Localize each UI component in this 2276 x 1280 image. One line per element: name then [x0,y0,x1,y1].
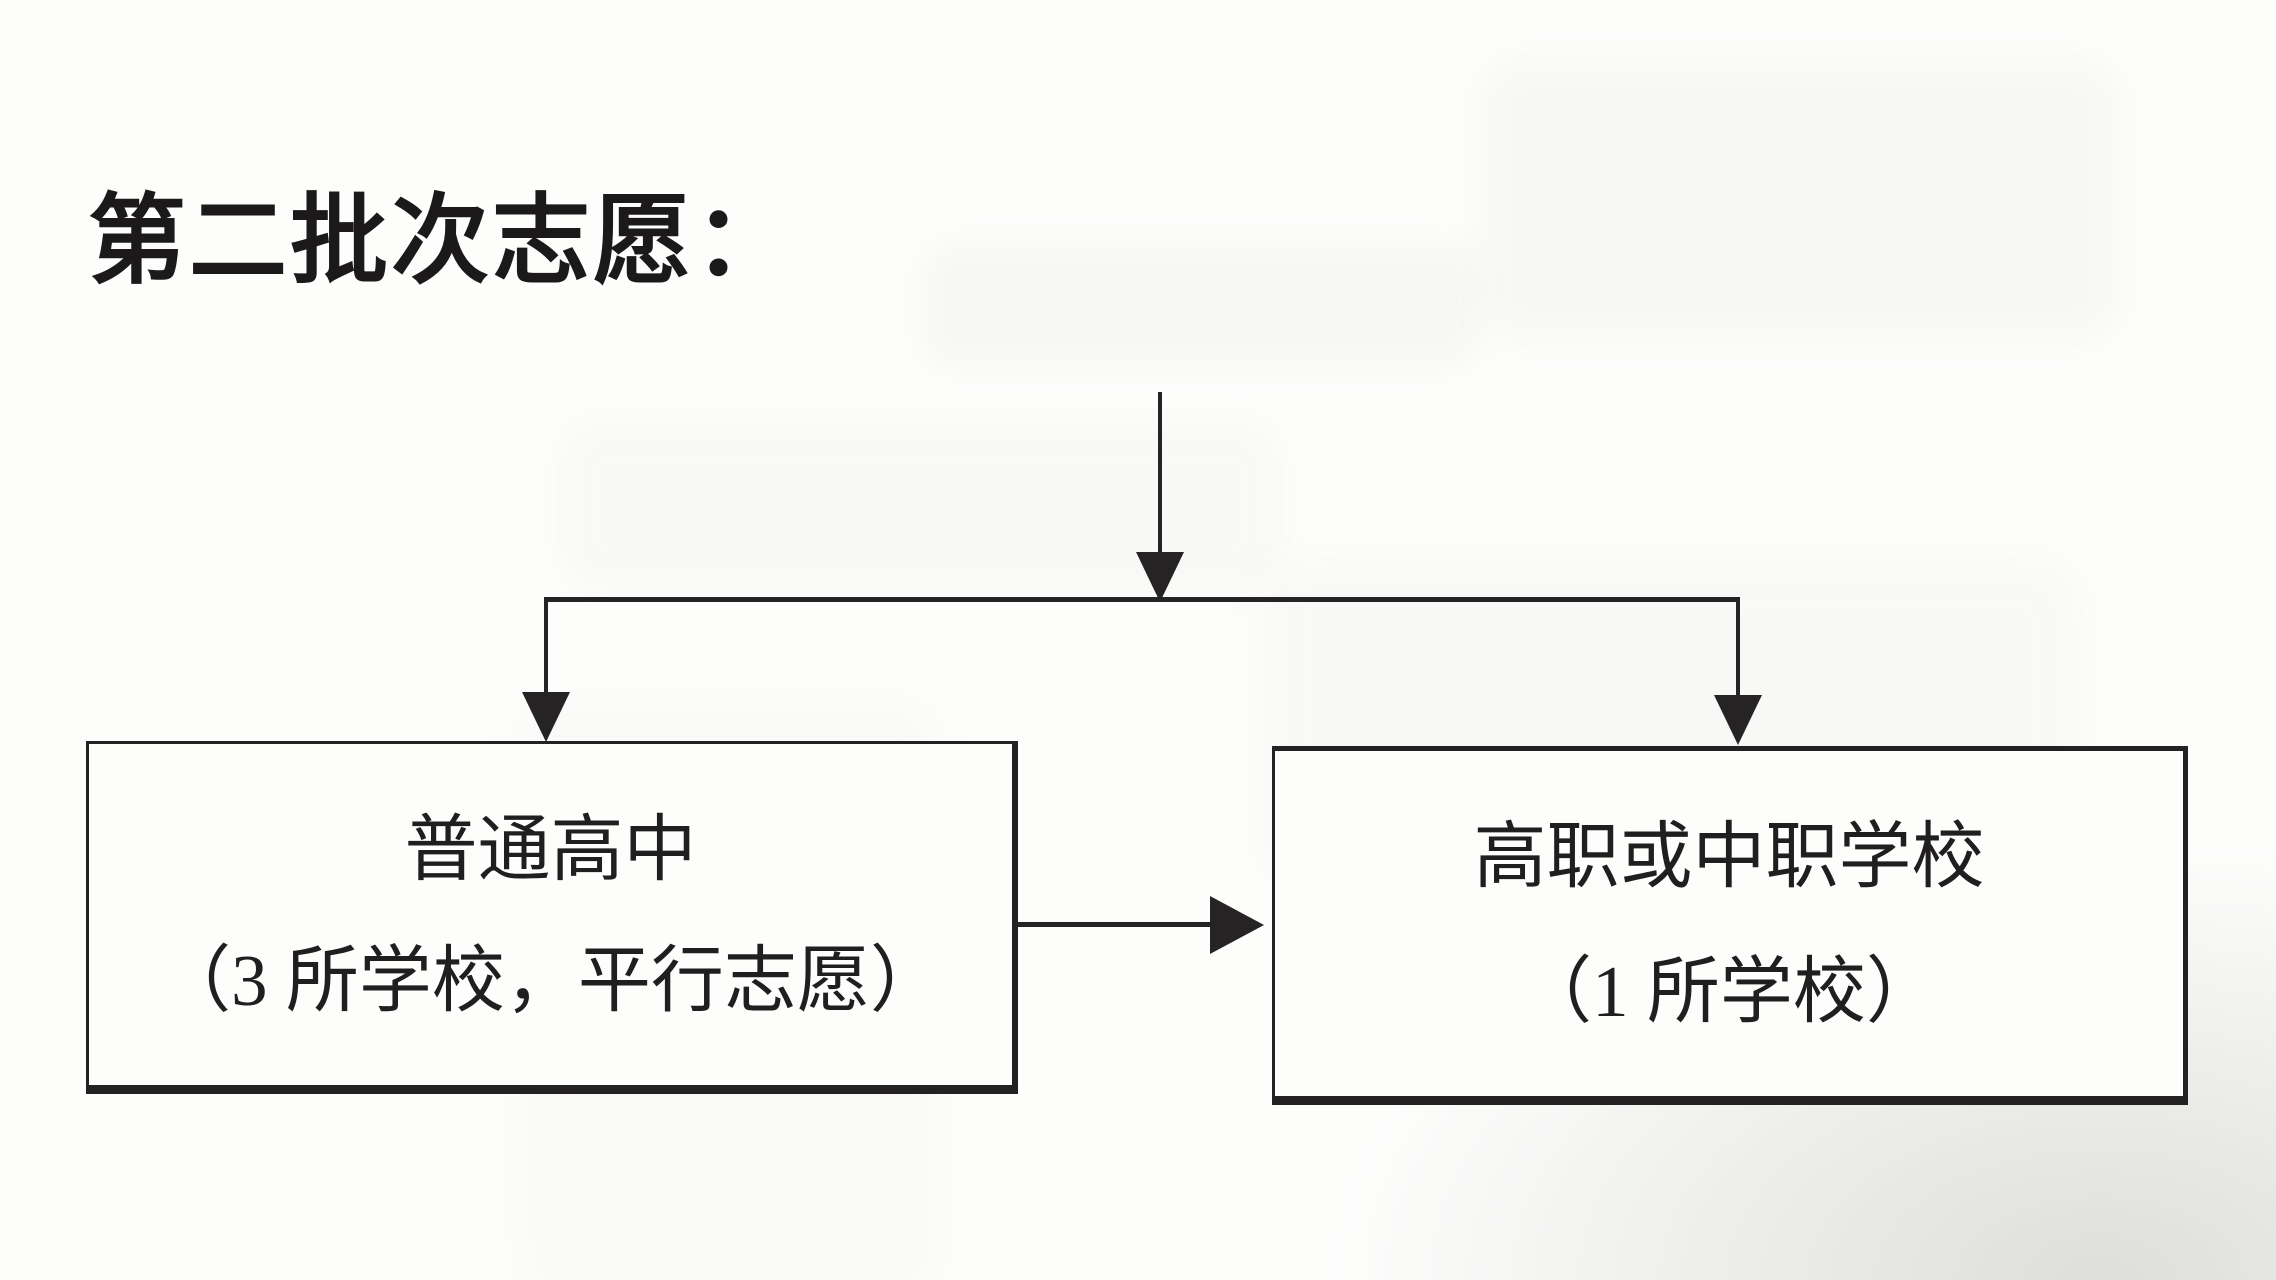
right-branch-line [1736,597,1740,701]
cross-arrowhead-icon [1210,896,1264,954]
node-general-high-school-line1: 普通高中 [404,808,697,890]
right-branch-arrowhead-icon [1714,695,1762,745]
entry-arrowhead-icon [1136,552,1184,602]
left-branch-arrowhead-icon [522,692,570,742]
node-vocational-school-line1: 高职或中职学校 [1473,815,1985,897]
cross-arrow-line [1016,922,1218,927]
node-vocational-school-line2: （1 所学校） [1519,950,1939,1032]
scan-artifact [1480,60,2120,340]
diagram-title: 第二批次志愿： [88,184,796,298]
node-vocational-school: 高职或中职学校 （1 所学校） [1272,746,2188,1105]
split-bar-line [544,597,1740,602]
left-branch-line [544,597,548,699]
scan-artifact [920,240,1480,370]
node-general-high-school: 普通高中 （3 所学校，平行志愿） [86,741,1018,1094]
node-general-high-school-line2: （3 所学校，平行志愿） [158,939,943,1021]
entry-arrow-line [1158,392,1162,560]
